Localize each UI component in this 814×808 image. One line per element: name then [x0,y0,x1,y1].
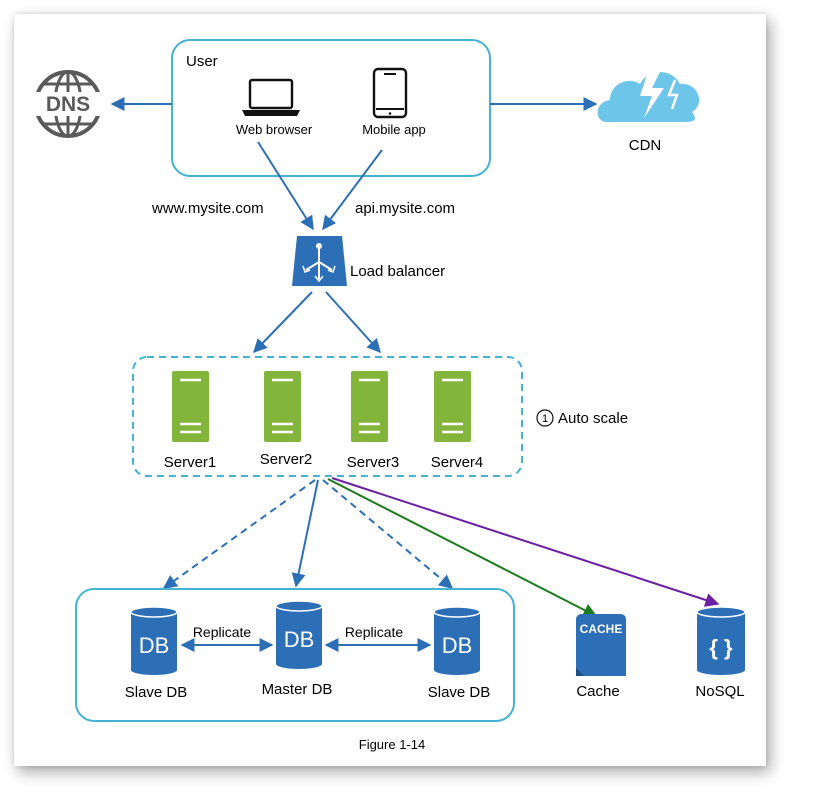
database-icon: DB [433,606,481,675]
figure-caption: Figure 1-14 [359,737,425,752]
server-to-slave-left-arrow [162,479,316,589]
auto-scale-note: 1 Auto scale [536,409,628,427]
server-label: Server2 [260,451,313,468]
cache-icon: CACHE [576,614,626,676]
cdn-label: CDN [629,137,662,154]
replicate-left-label: Replicate [193,624,252,640]
slave-db-left-label: Slave DB [125,684,188,701]
server-icon [172,371,209,442]
auto-scale-number: 1 [542,413,548,425]
architecture-diagram: User Web browser Mobile app DNS CDN [33,39,746,752]
laptop-icon [242,78,300,116]
nosql: { } NoSQL [695,606,746,700]
replicate-right-label: Replicate [345,624,404,640]
dns-label: DNS [46,93,90,116]
slave-db-left: DB Slave DB [125,606,188,701]
server-label: Server4 [431,454,484,471]
server-icon [264,371,301,442]
server-to-master-arrow [291,479,319,588]
db-icon-text: DB [442,633,473,658]
dns-globe-icon: DNS [33,70,103,138]
database-box [75,588,515,722]
database-icon: DB [275,600,323,669]
mobile-phone-icon [372,67,408,119]
server-icon [351,371,388,442]
mobile-app-label: Mobile app [362,122,426,137]
api-domain-label: api.mysite.com [355,200,455,217]
cache: CACHE Cache [576,614,626,700]
lb-to-servers-left-arrow [253,291,313,354]
nosql-database-icon: { } [696,606,746,675]
slave-db-right: DB Slave DB [428,606,491,701]
server-1: Server1 [164,371,217,471]
server-label: Server3 [347,454,400,471]
server-4: Server4 [431,371,484,471]
nosql-icon-text: { } [709,635,733,660]
server-to-cache-arrow [327,478,598,617]
database-icon: DB [130,606,178,675]
server-3: Server3 [347,371,400,471]
user-title: User [186,53,218,70]
cache-icon-text: CACHE [580,622,623,636]
cdn-cloud-icon [597,72,700,122]
load-balancer-label: Load balancer [350,263,445,280]
server-label: Server1 [164,454,217,471]
server-pool-box [132,356,523,477]
server-2: Server2 [260,371,313,468]
slave-db-right-label: Slave DB [428,684,491,701]
step-number-circle [536,409,554,427]
user-box [171,39,491,177]
lb-to-servers-right-arrow [325,291,381,354]
web-browser-label: Web browser [236,122,313,137]
server-to-slave-right-arrow [322,479,454,589]
db-icon-text: DB [139,633,170,658]
load-balancer-icon [292,236,347,286]
auto-scale-label: Auto scale [558,410,628,427]
server-to-nosql-arrow [331,477,720,607]
master-db: DB Master DB [262,600,333,698]
web-domain-label: www.mysite.com [151,200,264,217]
server-icon [434,371,471,442]
cache-label: Cache [576,683,619,700]
master-db-label: Master DB [262,681,333,698]
user-group: User Web browser Mobile app [171,39,491,177]
figure-card: User Web browser Mobile app DNS CDN [14,14,766,766]
mobile-to-lb-arrow [322,149,383,231]
web-to-lb-arrow [257,141,314,231]
db-icon-text: DB [284,627,315,652]
nosql-label: NoSQL [695,683,744,700]
